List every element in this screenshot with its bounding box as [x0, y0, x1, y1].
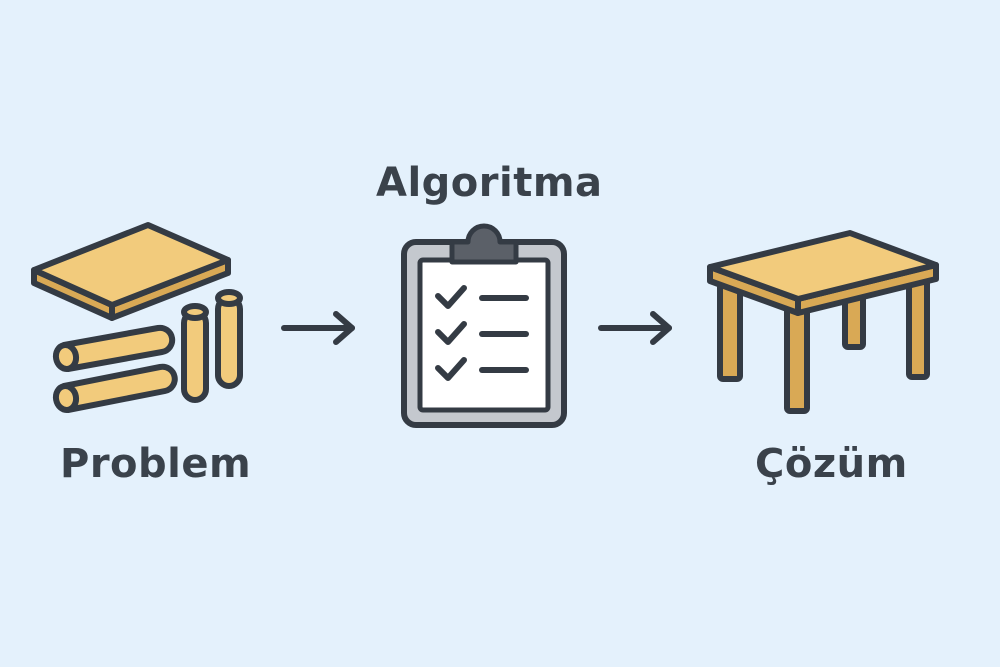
algorithm-label: Algoritma	[376, 160, 603, 206]
arrow-right-icon	[598, 311, 672, 345]
clipboard-checklist-icon	[401, 223, 567, 428]
arrow-right-icon	[281, 311, 355, 345]
solution-label: Çözüm	[755, 441, 908, 487]
table-icon	[707, 230, 939, 414]
wood-parts-icon	[31, 222, 243, 413]
problem-label: Problem	[60, 441, 252, 487]
